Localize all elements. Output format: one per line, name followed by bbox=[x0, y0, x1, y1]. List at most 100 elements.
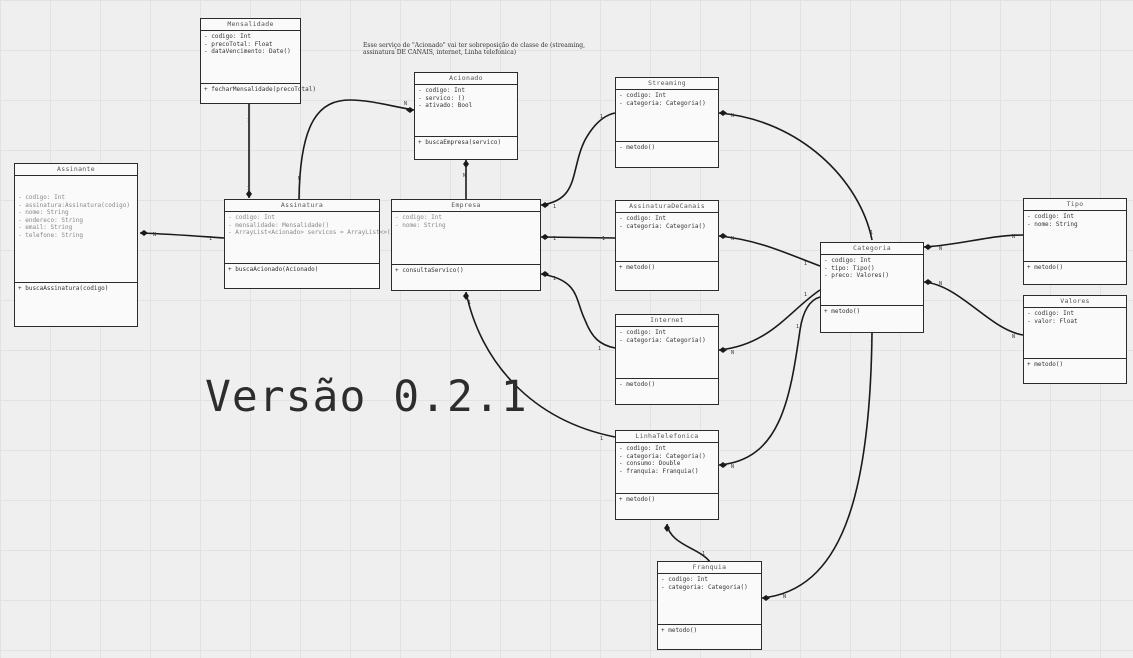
multiplicity-label: 1 bbox=[796, 324, 799, 330]
attribute-list: - codigo: Int - categoria: Categoria() bbox=[616, 90, 718, 109]
connector-canais-categoria bbox=[718, 235, 821, 267]
attribute-list: - codigo: Int - nome: String bbox=[1024, 211, 1126, 230]
multiplicity-label: N bbox=[153, 232, 156, 238]
multiplicity-label: N bbox=[1012, 234, 1015, 240]
class-valores[interactable]: Valores - codigo: Int - valor: Float + m… bbox=[1023, 295, 1127, 384]
multiplicity-label: N bbox=[298, 176, 301, 182]
attribute-list: - codigo: Int - precoTotal: Float - data… bbox=[201, 31, 300, 58]
operation: + metodo() bbox=[1027, 361, 1064, 368]
attribute-list: - codigo: Int - categoria: Categoria() bbox=[658, 574, 761, 593]
class-mensalidade[interactable]: Mensalidade - codigo: Int - precoTotal: … bbox=[200, 18, 316, 104]
multiplicity-label: 1 bbox=[804, 292, 807, 298]
diamond-icon bbox=[762, 595, 770, 601]
class-categoria[interactable]: Categoria - codigo: Int - tipo: Tipo() -… bbox=[820, 242, 924, 333]
class-assinante[interactable]: Assinante - codigo: Int - assinatura:Ass… bbox=[14, 163, 138, 327]
multiplicity-label: 1 bbox=[600, 114, 603, 120]
connector-franquia-categoria bbox=[761, 332, 873, 599]
attribute-list: - codigo: Int - tipo: Tipo() - preco: Va… bbox=[821, 255, 923, 282]
attribute: - codigo: Int bbox=[619, 329, 666, 336]
attribute: - codigo: Int bbox=[619, 445, 666, 452]
operation-list: + metodo() bbox=[1024, 261, 1126, 274]
attribute: - categoria: Categoria() bbox=[619, 99, 706, 107]
operation-list: - metodo() bbox=[616, 141, 718, 154]
multiplicity-label: 1 bbox=[209, 236, 212, 242]
attribute: - categoria: Categoria() bbox=[619, 336, 706, 344]
multiplicity-label: 1 bbox=[247, 186, 250, 192]
class-streaming[interactable]: Streaming - codigo: Int - categoria: Cat… bbox=[615, 77, 719, 168]
attribute-list: - codigo: Int - assinatura:Assinatura(co… bbox=[15, 176, 137, 241]
class-title: Empresa bbox=[392, 200, 540, 212]
attribute: - codigo: Int bbox=[1027, 310, 1074, 317]
multiplicity-label: N bbox=[731, 464, 734, 470]
operation-list: + buscaAssinatura(codigo) bbox=[15, 282, 137, 295]
operation-list: + consultaServico() bbox=[392, 264, 540, 277]
attribute: - valor: Float bbox=[1027, 317, 1078, 325]
operation: + consultaServico() bbox=[395, 267, 464, 274]
connector-categoria-tipo bbox=[923, 234, 1024, 248]
class-assinatura[interactable]: Assinatura - codigo: Int - mensalidade: … bbox=[224, 199, 394, 289]
diamond-icon bbox=[664, 524, 670, 532]
multiplicity-label: N bbox=[731, 236, 734, 242]
composition-diamonds bbox=[140, 107, 932, 601]
diamond-icon bbox=[541, 271, 549, 277]
class-title: Valores bbox=[1024, 296, 1126, 308]
class-acionado[interactable]: Acionado - codigo: Int - servico: () - a… bbox=[414, 72, 518, 160]
diamond-icon bbox=[463, 160, 469, 168]
attribute: - categoria: Categoria() bbox=[619, 222, 706, 230]
class-title: AssinaturaDeCanais bbox=[616, 201, 718, 213]
class-internet[interactable]: Internet - codigo: Int - categoria: Cate… bbox=[615, 314, 719, 405]
operation: + buscaEmpresa(servico) bbox=[418, 139, 502, 146]
attribute-list: - codigo: Int - nome: String bbox=[392, 212, 540, 231]
operation: - metodo() bbox=[619, 144, 656, 151]
class-title: Acionado bbox=[415, 73, 517, 85]
attribute: - email: String bbox=[18, 224, 73, 231]
multiplicity-label: 1 bbox=[553, 236, 556, 242]
connector-categoria-valores bbox=[923, 281, 1024, 336]
class-assinatura-de-canais[interactable]: AssinaturaDeCanais - codigo: Int - categ… bbox=[615, 200, 719, 291]
connector-empresa-internet bbox=[540, 273, 616, 349]
class-franquia[interactable]: Franquia - codigo: Int - categoria: Cate… bbox=[657, 561, 762, 650]
class-tipo[interactable]: Tipo - codigo: Int - nome: String + meto… bbox=[1023, 198, 1127, 285]
operation-list: - metodo() bbox=[616, 378, 718, 391]
operation-list: + buscaAcionado(Acionado) bbox=[225, 263, 379, 276]
multiplicity-label: 1 bbox=[702, 551, 705, 557]
operation: + buscaAcionado(Acionado) bbox=[228, 266, 319, 273]
operation: + metodo() bbox=[1027, 264, 1064, 271]
attribute: - nome: String bbox=[18, 209, 69, 216]
operation-list: + metodo() bbox=[616, 261, 718, 274]
operation-list: + metodo() bbox=[1024, 358, 1126, 371]
attribute: - codigo: Int bbox=[661, 576, 708, 583]
attribute: - codigo: Int bbox=[619, 92, 666, 99]
attribute: - nome: String bbox=[395, 221, 446, 229]
connector-empresa-canais bbox=[540, 236, 616, 239]
operation-list: + metodo() bbox=[658, 624, 761, 637]
attribute: - mensalidade: Mensalidade() bbox=[228, 221, 330, 229]
connector-linha-categoria bbox=[718, 296, 821, 466]
class-title: Streaming bbox=[616, 78, 718, 90]
attribute: - endereco: String bbox=[18, 216, 84, 224]
multiplicity-label: N bbox=[783, 594, 786, 600]
class-title: Mensalidade bbox=[201, 19, 300, 31]
connector-assinatura-acionado bbox=[298, 99, 415, 200]
class-title: Franquia bbox=[658, 562, 761, 574]
operation-list: + metodo() bbox=[616, 493, 718, 506]
attribute: - codigo: Int bbox=[1027, 213, 1074, 220]
attribute: - codigo: Int bbox=[418, 87, 465, 94]
operation: + metodo() bbox=[619, 496, 656, 503]
attribute-list: - codigo: Int - categoria: Categoria() bbox=[616, 213, 718, 232]
class-title: Assinante bbox=[15, 164, 137, 176]
diamond-icon bbox=[246, 190, 252, 198]
diamond-icon bbox=[541, 202, 549, 208]
attribute: - consumo: Double bbox=[619, 460, 681, 467]
connector-empresa-streaming bbox=[540, 112, 616, 206]
operation-list: + metodo() bbox=[821, 305, 923, 318]
class-linha-telefonica[interactable]: LinhaTelefonica - codigo: Int - categori… bbox=[615, 430, 719, 520]
diamond-icon bbox=[541, 234, 549, 240]
attribute-list: - codigo: Int - valor: Float bbox=[1024, 308, 1126, 327]
class-empresa[interactable]: Empresa - codigo: Int - nome: String + c… bbox=[391, 199, 541, 291]
diamond-icon bbox=[719, 110, 727, 116]
attribute: - categoria: Categoria() bbox=[661, 583, 748, 591]
attribute: - servico: () bbox=[418, 94, 465, 102]
multiplicity-label: N bbox=[731, 113, 734, 119]
